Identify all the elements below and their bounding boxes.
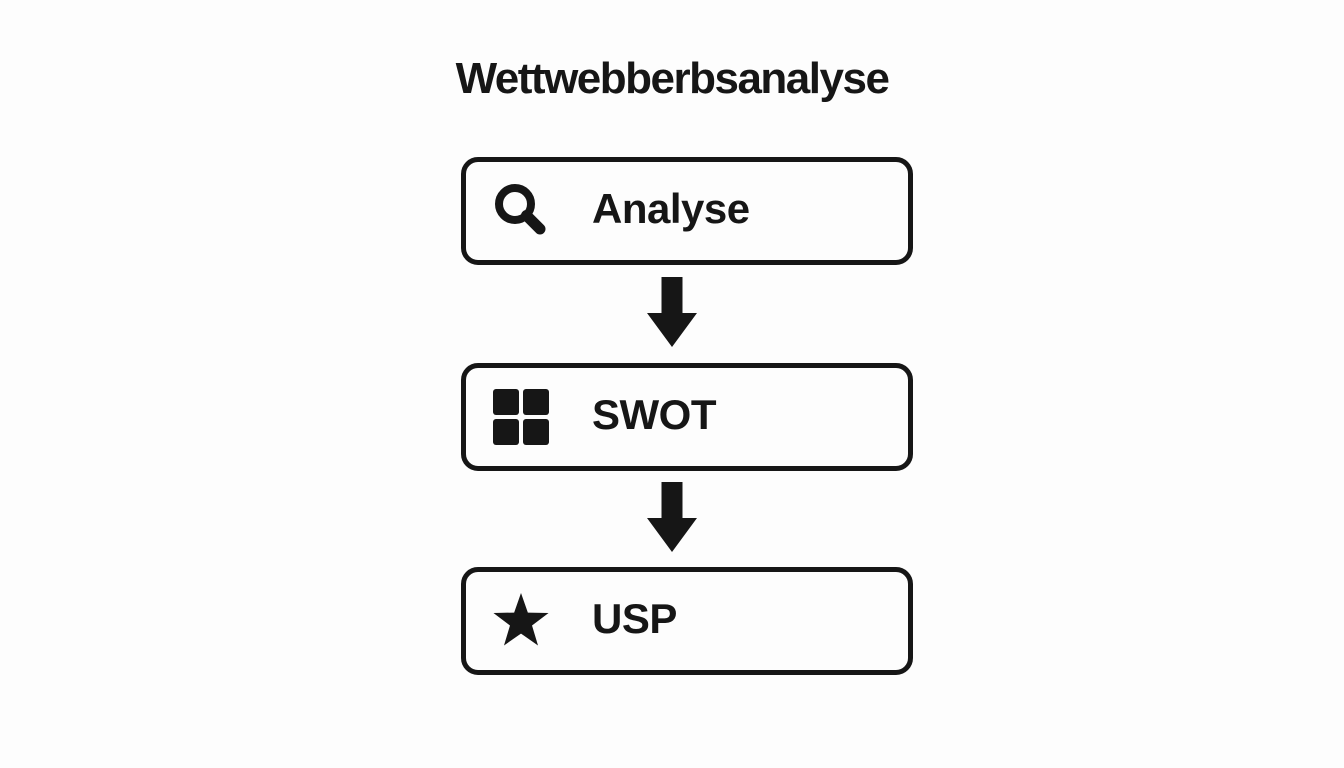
node-analyse: Analyse <box>461 157 913 265</box>
node-swot: SWOT <box>461 363 913 471</box>
node-label: USP <box>592 595 677 642</box>
down-arrow <box>647 277 697 347</box>
node-label: Analyse <box>592 185 750 232</box>
grid-icon <box>492 388 550 446</box>
search-icon <box>492 182 550 240</box>
node-usp: USP <box>461 567 913 675</box>
diagram-title: Wettwebberbsanalyse <box>455 54 890 103</box>
node-label: SWOT <box>592 391 716 438</box>
down-arrow <box>647 482 697 552</box>
star-icon <box>492 592 550 650</box>
